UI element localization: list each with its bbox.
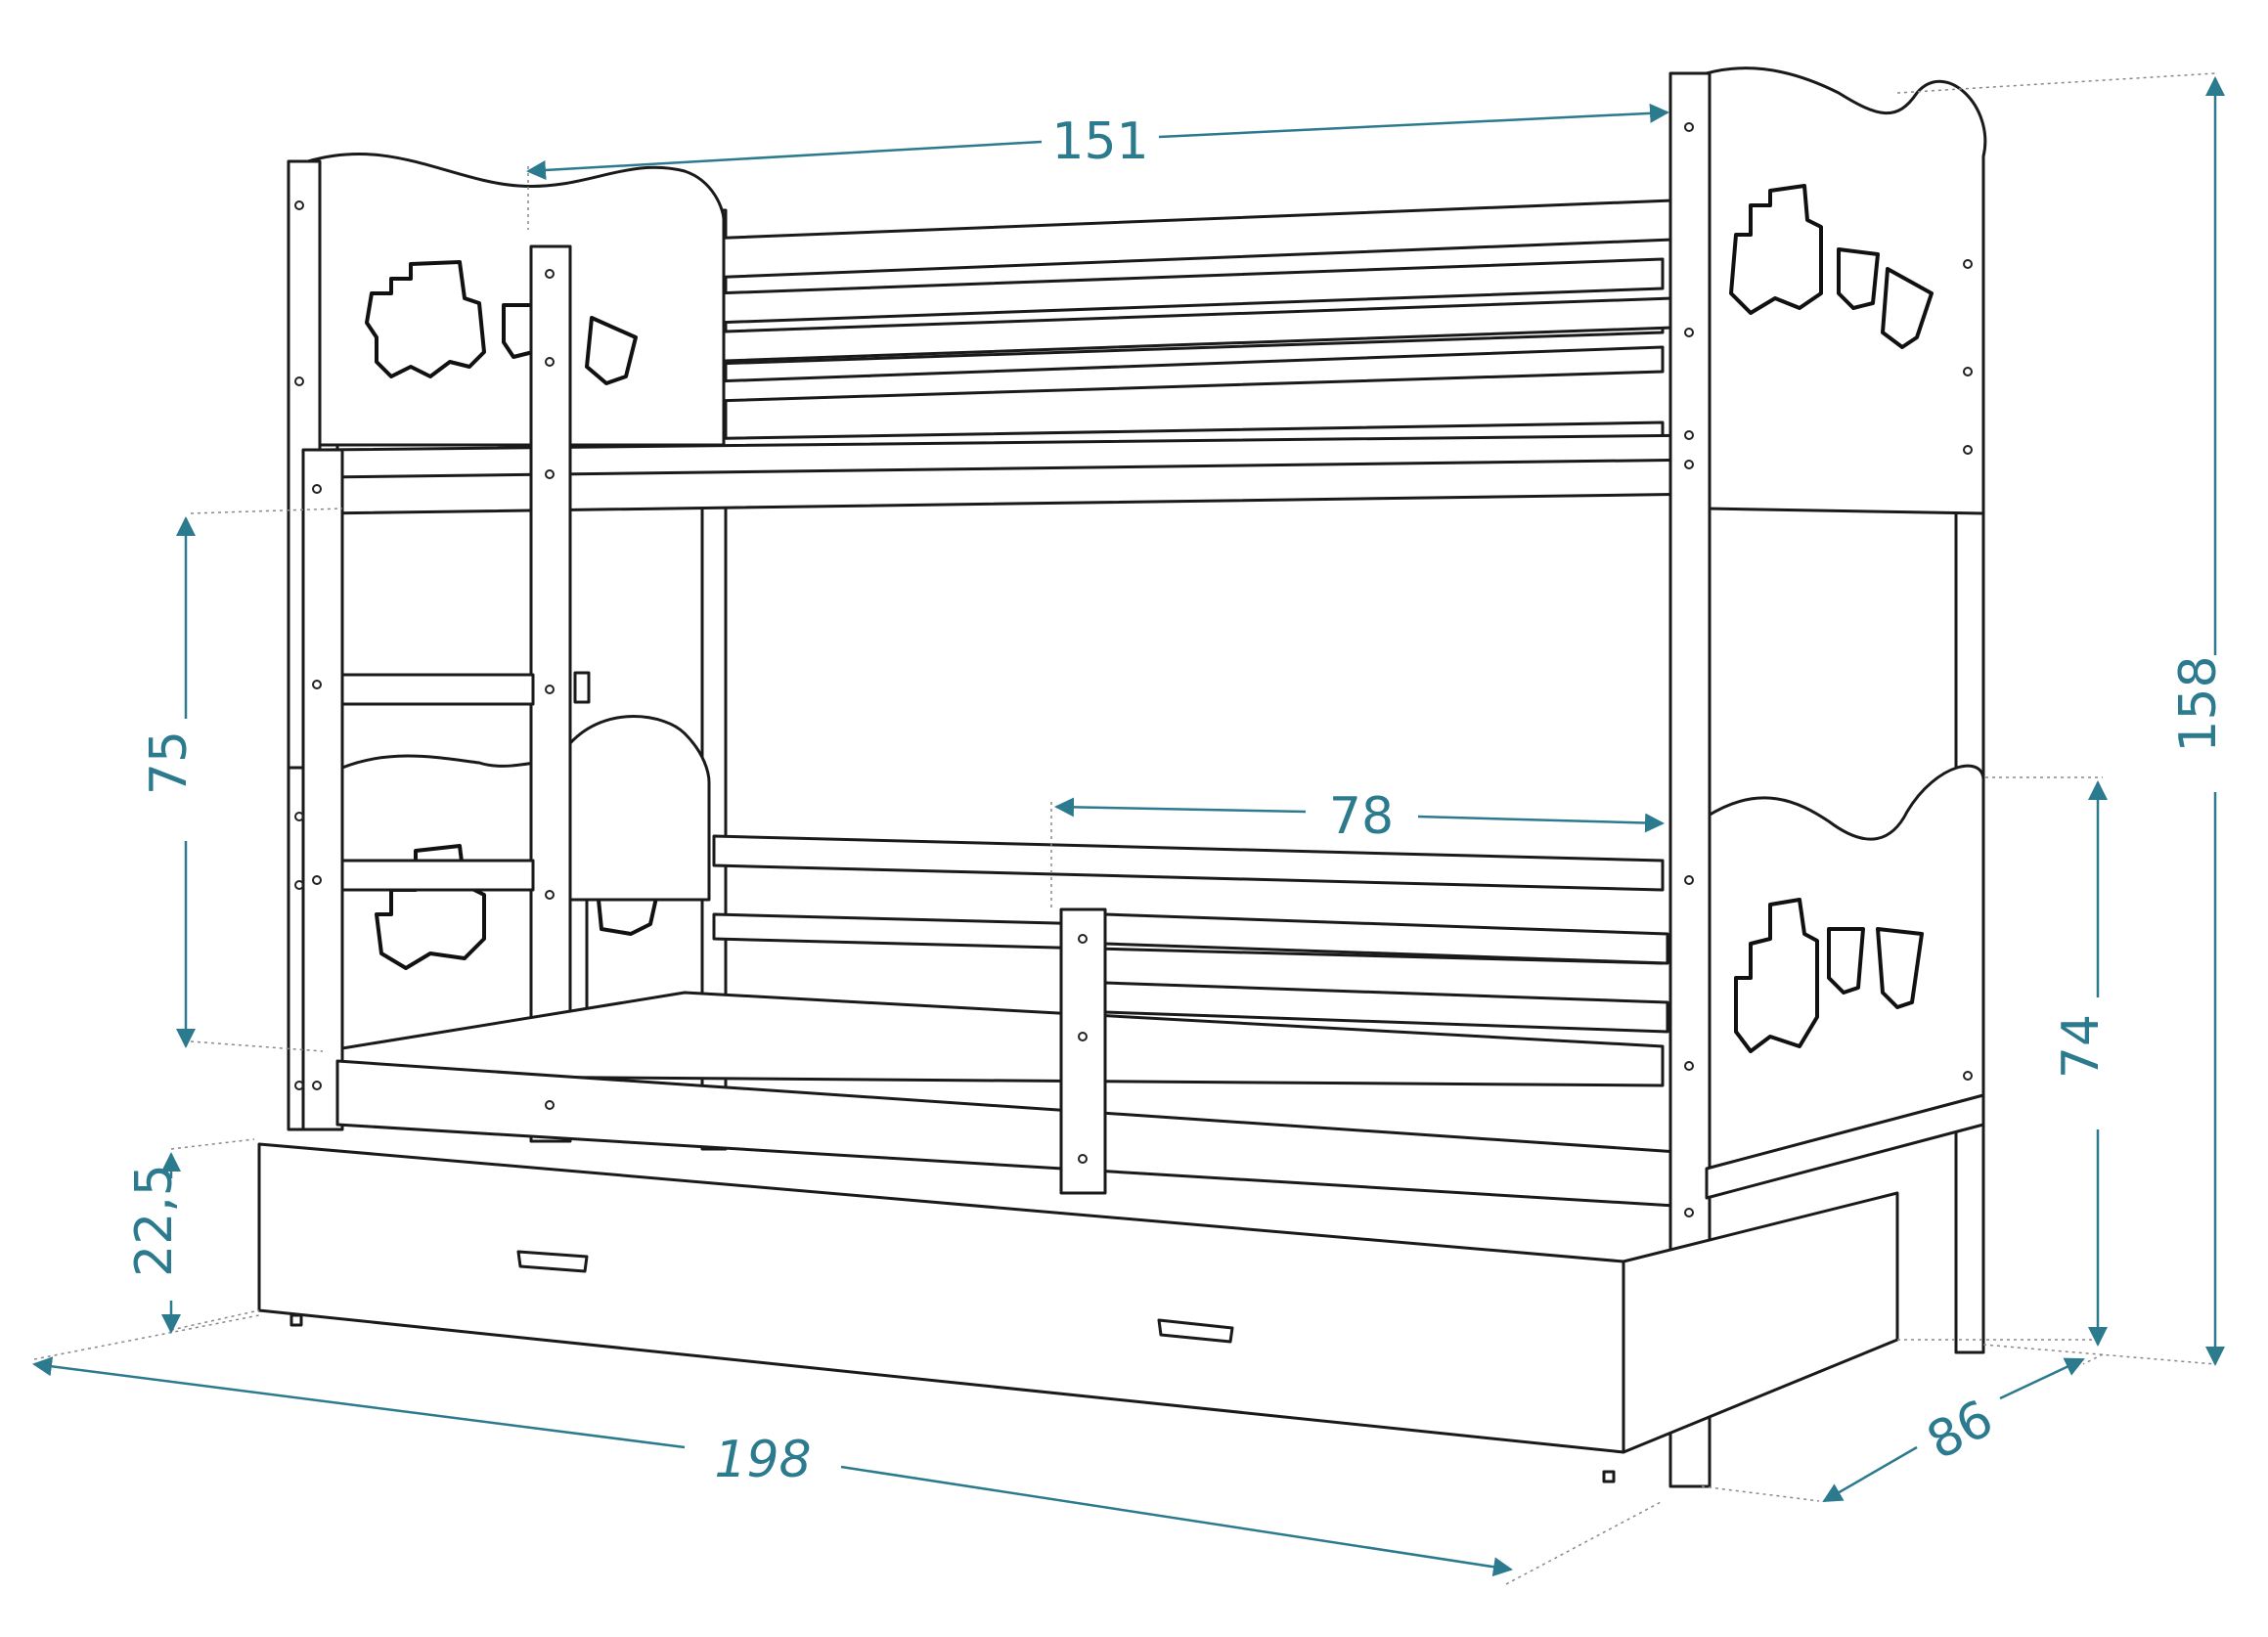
dim-label-74: 74 [2052,1014,2111,1079]
left-top-headboard [306,153,726,447]
right-bottom-headboard [1705,764,1985,1171]
drawer-handle-right-icon [1157,1318,1234,1344]
ladder [340,244,711,1143]
dim-line-151 [526,140,1043,180]
train-icon-right-top [1729,184,1934,349]
train-icon-left-top [365,260,638,385]
dim-line-198 [32,1356,686,1449]
drawer [257,1142,1899,1483]
dim-label-158: 158 [2169,655,2228,752]
dim-line-78 [1054,797,1307,818]
lower-front-guard [1059,907,1669,1195]
drawer-handle-left-icon [516,1250,589,1273]
bunk-bed-drawing [257,66,1987,1488]
dim-label-22-5: 22,5 [125,1164,184,1277]
dim-line-86 [1822,1445,1918,1503]
dim-label-78: 78 [1329,787,1394,846]
dimension-lines [32,72,2225,1585]
dimension-labels: 151 158 75 78 74 22,5 198 86 [125,112,2228,1489]
dim-label-75: 75 [140,730,199,795]
dim-label-151: 151 [1051,112,1148,171]
right-top-headboard [1705,66,1987,515]
screw-holes [294,122,1973,1217]
train-icon-right-bottom [1734,898,1924,1053]
dim-label-198: 198 [714,1431,811,1489]
dim-label-86: 86 [1918,1390,2003,1472]
left-inner-post [301,448,344,1131]
